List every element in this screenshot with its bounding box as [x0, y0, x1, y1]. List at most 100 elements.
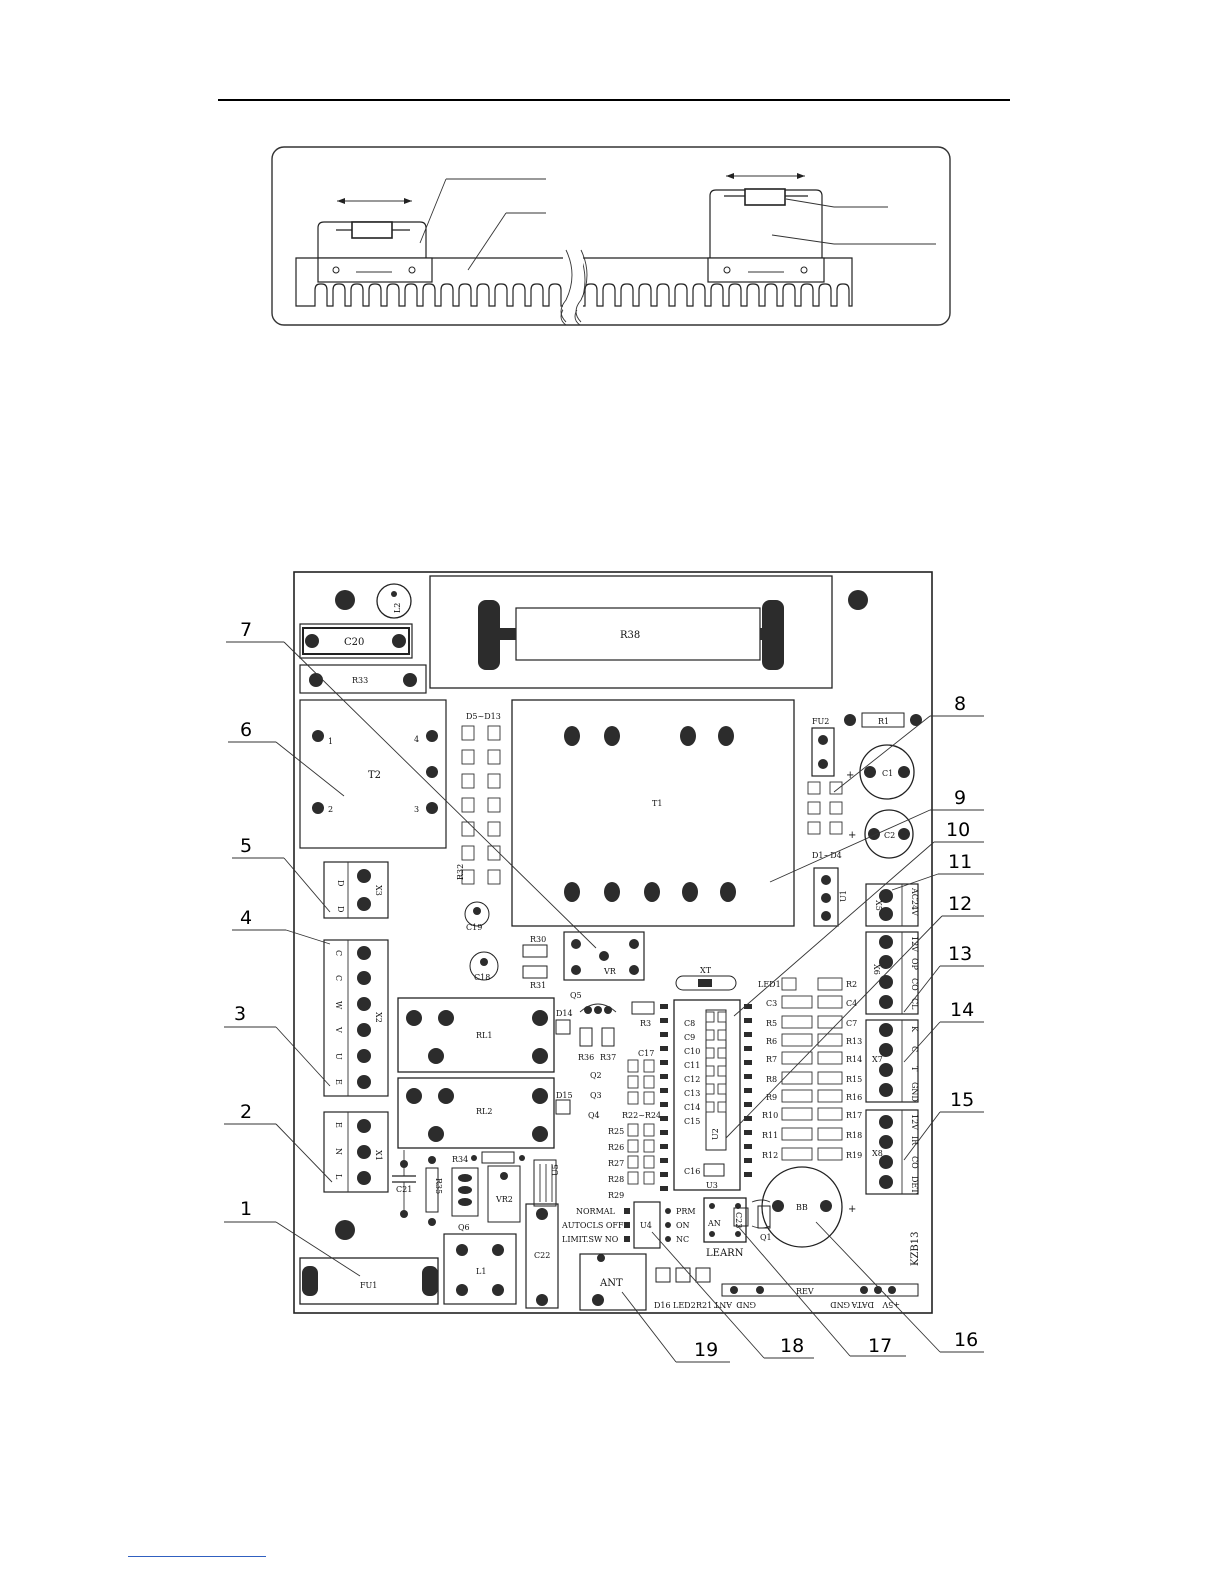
svg-text:OP: OP: [910, 958, 919, 971]
svg-text:C7: C7: [846, 1019, 857, 1028]
figure-frame: [271, 146, 951, 326]
svg-text:DET: DET: [910, 1176, 919, 1194]
svg-text:R5: R5: [766, 1019, 777, 1028]
label-q2: Q2: [590, 1071, 602, 1080]
label-u3: U3: [706, 1181, 718, 1190]
svg-text:E: E: [334, 1122, 343, 1128]
label-r34: R34: [452, 1155, 468, 1164]
callout-11: 11: [948, 851, 972, 873]
label-c17: C17: [638, 1049, 654, 1058]
svg-text:C13: C13: [684, 1089, 700, 1098]
svg-text:+5V: +5V: [882, 1300, 900, 1309]
label-bb: BB: [796, 1203, 808, 1212]
svg-text:C: C: [334, 975, 343, 981]
label-u4: U4: [640, 1221, 652, 1230]
label-vr: VR: [603, 967, 617, 976]
svg-text:+: +: [848, 830, 856, 841]
svg-text:C: C: [910, 1046, 919, 1052]
svg-text:PRM: PRM: [676, 1207, 696, 1216]
svg-text:R13: R13: [846, 1037, 862, 1046]
label-q5: Q5: [570, 991, 582, 1000]
svg-text:X8: X8: [872, 1149, 883, 1158]
svg-text:AC24V: AC24V: [910, 887, 919, 916]
label-r33: R33: [352, 676, 368, 685]
label-c1: C1: [882, 769, 893, 778]
svg-text:LED1: LED1: [758, 980, 781, 989]
label-t2-pin1: 1: [328, 737, 333, 746]
svg-text:E: E: [334, 1079, 343, 1085]
svg-text:LED2: LED2: [673, 1301, 696, 1310]
header-rule: [218, 99, 1010, 101]
callout-10: 10: [946, 819, 970, 841]
terminal-x7: X7 K C T GND: [865, 1019, 919, 1103]
terminal-x3: D D X3: [323, 861, 389, 919]
svg-text:D: D: [336, 880, 345, 886]
label-t2-pin3: 3: [414, 805, 419, 814]
label-r38: R38: [620, 630, 640, 641]
label-r27: R27: [608, 1159, 624, 1168]
svg-text:R6: R6: [766, 1037, 777, 1046]
svg-text:C12: C12: [684, 1075, 700, 1084]
label-model-kzb13: KZB13: [910, 1232, 921, 1267]
label-rl1: RL1: [476, 1031, 492, 1040]
svg-text:R18: R18: [846, 1131, 862, 1140]
callout-9: 9: [954, 787, 966, 809]
callout-1: 1: [240, 1198, 252, 1220]
svg-text:IR: IR: [910, 1136, 919, 1146]
svg-text:X5: X5: [874, 900, 883, 911]
terminal-x2: C C W V U E X2: [323, 939, 389, 1097]
callout-7: 7: [240, 619, 252, 641]
label-q1: Q1: [760, 1233, 772, 1242]
label-t2-pin4: 4: [414, 735, 419, 744]
label-c2: C2: [884, 831, 895, 840]
callouts: 1 2 3 4 5 6 7 8 9 10 11 12 13 14 15 16 1…: [224, 619, 984, 1363]
callout-3: 3: [234, 1003, 246, 1025]
terminal-x8: X8 12V IR CO DET: [865, 1109, 919, 1195]
label-rev: REV: [796, 1287, 814, 1296]
label-r31: R31: [530, 981, 546, 990]
label-r28: R28: [608, 1175, 624, 1184]
svg-text:D: D: [336, 906, 345, 912]
svg-text:R21: R21: [696, 1301, 712, 1310]
callout-14: 14: [950, 999, 974, 1021]
label-r1: R1: [878, 717, 889, 726]
svg-text:C11: C11: [684, 1061, 700, 1070]
footer-rule: [128, 1556, 266, 1557]
svg-text:C16: C16: [684, 1167, 700, 1176]
label-l1: L1: [476, 1267, 486, 1276]
svg-text:C15: C15: [684, 1117, 700, 1126]
svg-text:C8: C8: [684, 1019, 695, 1028]
label-c18: C18: [474, 973, 490, 982]
terminal-x5: X5 AC24V: [865, 883, 919, 927]
callout-17: 17: [868, 1335, 892, 1357]
svg-text:R15: R15: [846, 1075, 862, 1084]
label-r30: R30: [530, 935, 546, 944]
svg-text:D16: D16: [654, 1301, 671, 1310]
svg-text:C10: C10: [684, 1047, 700, 1056]
svg-text:X2: X2: [374, 1012, 383, 1023]
svg-text:R7: R7: [766, 1055, 777, 1064]
label-q4: Q4: [588, 1111, 600, 1120]
label-learn: LEARN: [706, 1248, 744, 1259]
svg-text:C3: C3: [766, 999, 777, 1008]
label-q3: Q3: [590, 1091, 602, 1100]
label-r29: R29: [608, 1191, 624, 1200]
diode-array: [461, 725, 501, 885]
label-d15: D15: [556, 1091, 573, 1100]
label-vr2: VR2: [495, 1195, 513, 1204]
svg-text:C: C: [334, 950, 343, 956]
label-ant: ANT: [599, 1278, 623, 1289]
svg-text:CO: CO: [910, 978, 919, 991]
svg-text:X3: X3: [374, 885, 383, 896]
label-r3: R3: [640, 1019, 651, 1028]
label-d1-d4: D1~D4: [812, 851, 842, 860]
svg-text:+: +: [848, 1204, 856, 1215]
svg-text:K: K: [910, 1026, 919, 1033]
svg-text:C23: C23: [734, 1212, 743, 1228]
label-c20: C20: [344, 637, 364, 648]
svg-text:R8: R8: [766, 1075, 777, 1084]
label-d5-d13: D5~D13: [466, 712, 501, 721]
label-u5: U5: [551, 1164, 560, 1176]
svg-text:GND: GND: [736, 1300, 756, 1309]
